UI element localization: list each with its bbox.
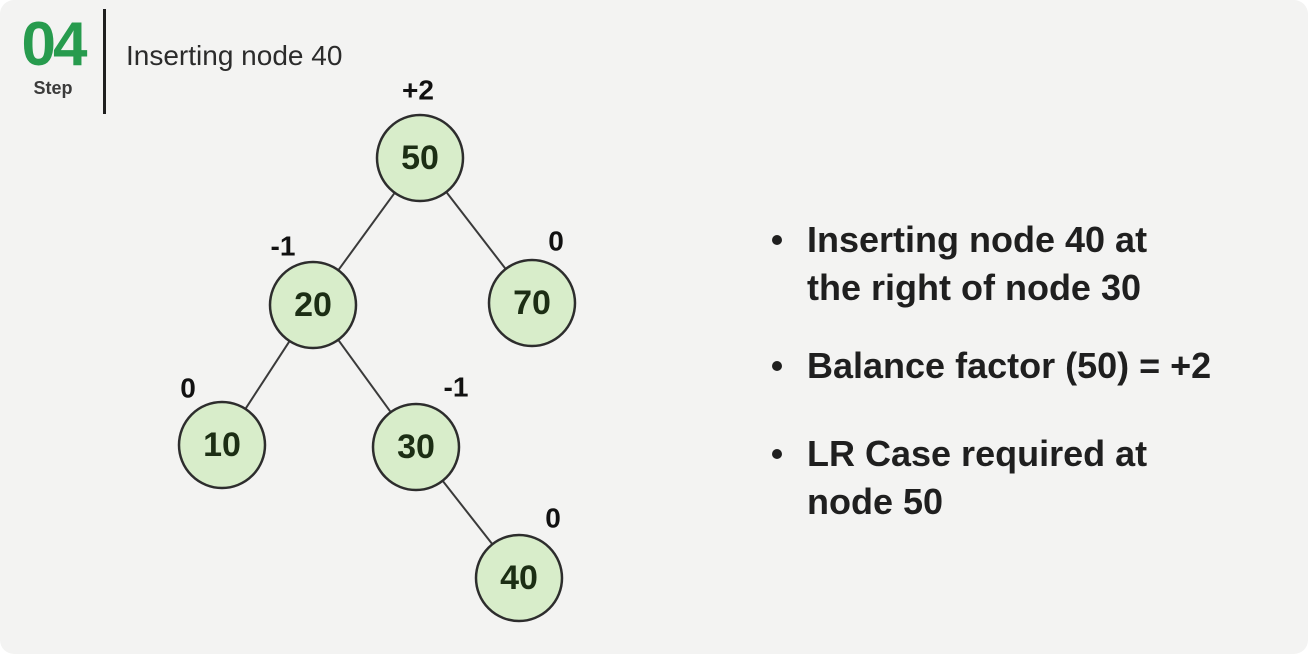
note-text: Inserting node 40 at the right of node 3… <box>807 219 1148 308</box>
node-label: 70 <box>513 284 551 322</box>
header-divider <box>103 9 106 114</box>
balance-factor-10: 0 <box>180 373 196 404</box>
balance-factor-40: 0 <box>545 503 561 534</box>
node-label: 50 <box>401 139 439 177</box>
list-item: LR Case required at node 50 <box>772 430 1282 526</box>
tree-edge-20-30 <box>337 339 392 413</box>
node-label: 20 <box>294 286 332 324</box>
tree-node-40: 400 <box>474 503 564 623</box>
tree-node-70: 70 0 <box>487 226 577 348</box>
tree-node-30: 30 -1 <box>371 372 469 492</box>
bullet-icon <box>772 449 782 459</box>
node-circle <box>371 402 461 492</box>
tree-edge-30-40 <box>441 480 494 545</box>
bullet-icon <box>772 361 782 371</box>
node-label: 10 <box>203 426 241 464</box>
note-text: LR Case required at node 50 <box>807 433 1148 522</box>
tree-edge-20-10 <box>244 340 291 410</box>
tree-edge-50-20 <box>337 192 396 271</box>
balance-factor-30: -1 <box>444 372 469 403</box>
node-label: 40 <box>500 559 538 597</box>
step-label: Step <box>33 78 73 98</box>
page-title: Inserting node 40 <box>126 40 343 71</box>
node-circle <box>375 113 465 203</box>
step-number: 04 <box>21 10 88 79</box>
tree-edge-50-70 <box>445 191 507 270</box>
tree-node-10: 100 <box>177 373 267 490</box>
balance-factor-20: -1 <box>271 231 296 262</box>
tree-node-20: 20 -1 <box>268 231 358 350</box>
node-circle <box>268 260 358 350</box>
node-circle <box>474 533 564 623</box>
list-item: Balance factor (50) = +2 <box>772 342 1282 390</box>
node-label: 30 <box>397 428 435 466</box>
note-text: Balance factor (50) = +2 <box>807 345 1212 386</box>
tree-node-50: 50 +2 <box>375 75 465 203</box>
node-circle <box>177 400 267 490</box>
bullet-icon <box>772 235 782 245</box>
node-circle <box>487 258 577 348</box>
list-item: Inserting node 40 at the right of node 3… <box>772 216 1282 312</box>
balance-factor-70: 0 <box>548 226 564 257</box>
notes-list: Inserting node 40 at the right of node 3… <box>772 216 1282 556</box>
balance-factor-50: +2 <box>402 75 434 106</box>
